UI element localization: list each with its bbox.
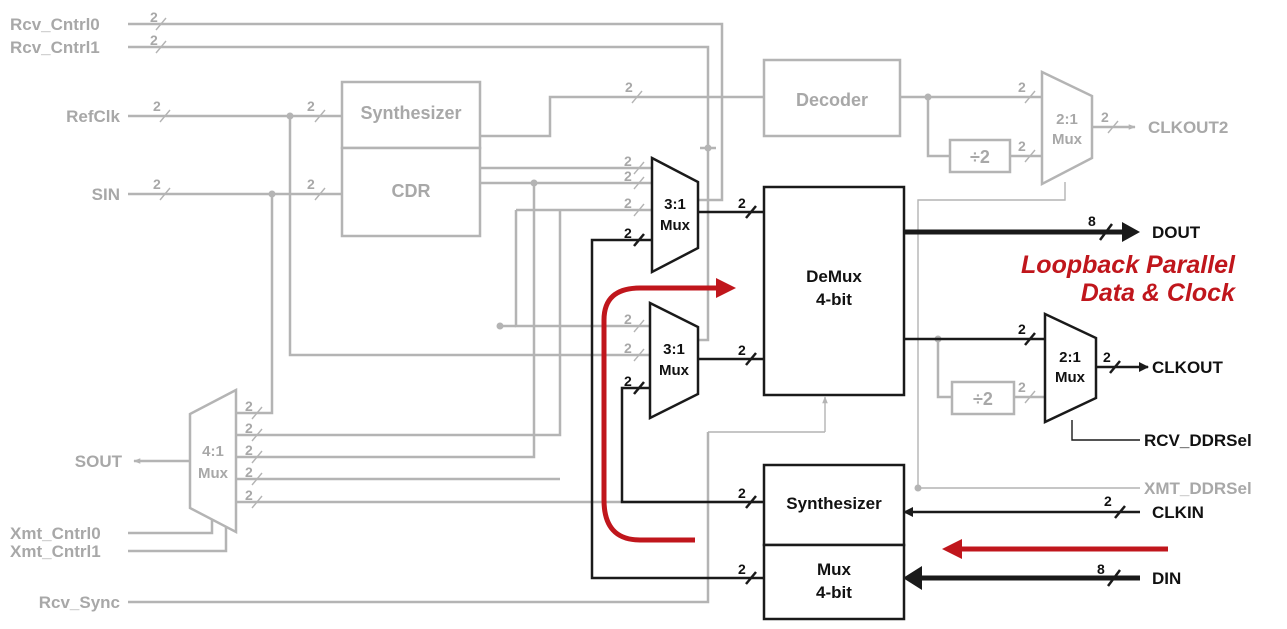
svg-text:2: 2 bbox=[624, 225, 632, 241]
inactive-wiring bbox=[128, 22, 1140, 604]
svg-text:2: 2 bbox=[625, 79, 633, 95]
demux-line1: DeMux bbox=[806, 267, 862, 286]
signal-labels: Rcv_Cntrl0 Rcv_Cntrl1 RefClk SIN SOUT Xm… bbox=[10, 15, 1252, 612]
dout-label: DOUT bbox=[1152, 223, 1201, 242]
svg-text:2: 2 bbox=[153, 98, 161, 114]
div2-top-block: ÷2 bbox=[948, 138, 1012, 174]
mux-3to1-bottom-line2: Mux bbox=[659, 362, 690, 379]
svg-text:2: 2 bbox=[624, 340, 632, 356]
loopback-arrow-head-icon bbox=[716, 278, 736, 298]
mux-3to1-bottom: 3:1 Mux bbox=[648, 300, 700, 421]
svg-text:2: 2 bbox=[245, 464, 253, 480]
div2-top-label: ÷2 bbox=[970, 147, 990, 167]
mux-2to1-bottom-line1: 2:1 bbox=[1059, 349, 1081, 366]
mux-4to1-line2: Mux bbox=[198, 465, 229, 482]
mux-4bit-block: Mux 4-bit bbox=[762, 543, 906, 621]
demux-line2: 4-bit bbox=[816, 290, 852, 309]
xmt-cntrl1-label: Xmt_Cntrl1 bbox=[10, 542, 101, 561]
annotation-line2: Data & Clock bbox=[1081, 279, 1236, 307]
annotation-line1: Loopback Parallel bbox=[1021, 251, 1236, 279]
rcv-ddrsel-label: RCV_DDRSel bbox=[1144, 431, 1252, 450]
mux-2to1-bottom-line2: Mux bbox=[1055, 369, 1086, 386]
svg-text:2: 2 bbox=[150, 9, 158, 25]
rcv-cntrl1-label: Rcv_Cntrl1 bbox=[10, 38, 100, 57]
svg-text:2: 2 bbox=[245, 420, 253, 436]
svg-text:2: 2 bbox=[153, 176, 161, 192]
svg-text:2: 2 bbox=[738, 485, 746, 501]
mux-2to1-top-line1: 2:1 bbox=[1056, 111, 1078, 128]
svg-text:2: 2 bbox=[245, 487, 253, 503]
rcv-cntrl0-label: Rcv_Cntrl0 bbox=[10, 15, 100, 34]
svg-text:2: 2 bbox=[624, 311, 632, 327]
mux-4to1-line1: 4:1 bbox=[202, 443, 224, 460]
mux-4bit-line2: 4-bit bbox=[816, 583, 852, 602]
svg-text:2: 2 bbox=[245, 442, 253, 458]
svg-text:2: 2 bbox=[1103, 349, 1111, 365]
mux-3to1-bottom-line1: 3:1 bbox=[663, 341, 685, 358]
svg-text:2: 2 bbox=[1018, 79, 1026, 95]
decoder-label: Decoder bbox=[796, 90, 868, 110]
clkout-label: CLKOUT bbox=[1152, 358, 1223, 377]
active-wiring bbox=[590, 210, 1149, 590]
mux-4bit-line1: Mux bbox=[817, 560, 852, 579]
mux-2to1-top: 2:1 Mux bbox=[1040, 70, 1094, 187]
rcv-sync-label: Rcv_Sync bbox=[39, 593, 120, 612]
synthesizer-bottom-label: Synthesizer bbox=[786, 494, 882, 513]
clkout2-label: CLKOUT2 bbox=[1148, 118, 1228, 137]
din-label: DIN bbox=[1152, 569, 1181, 588]
loopback-highlight: Loopback Parallel Data & Clock bbox=[601, 251, 1236, 559]
svg-text:2: 2 bbox=[1104, 493, 1112, 509]
svg-text:2: 2 bbox=[1101, 109, 1109, 125]
sin-label: SIN bbox=[92, 185, 120, 204]
junction-dots bbox=[268, 93, 942, 492]
svg-text:2: 2 bbox=[307, 176, 315, 192]
svg-text:8: 8 bbox=[1088, 213, 1096, 229]
svg-text:2: 2 bbox=[1018, 138, 1026, 154]
div2-bottom-block: ÷2 bbox=[950, 380, 1016, 416]
mux-2to1-top-line2: Mux bbox=[1052, 131, 1083, 148]
svg-text:2: 2 bbox=[624, 195, 632, 211]
cdr-label: CDR bbox=[392, 181, 431, 201]
svg-text:2: 2 bbox=[738, 195, 746, 211]
refclk-label: RefClk bbox=[66, 107, 120, 126]
svg-text:2: 2 bbox=[150, 32, 158, 48]
svg-text:2: 2 bbox=[624, 153, 632, 169]
svg-text:2: 2 bbox=[1018, 379, 1026, 395]
bus-width-labels: 2 2 2 2 2 2 2 2 2 2 2 2 2 2 2 2 2 2 2 2 … bbox=[150, 9, 1112, 577]
sout-label: SOUT bbox=[75, 452, 123, 471]
mux-3to1-top-line2: Mux bbox=[660, 217, 691, 234]
svg-text:2: 2 bbox=[738, 342, 746, 358]
clkin-label: CLKIN bbox=[1152, 503, 1204, 522]
synthesizer-top-block: Synthesizer bbox=[340, 80, 482, 150]
svg-text:2: 2 bbox=[1018, 321, 1026, 337]
synthesizer-bottom-block: Synthesizer bbox=[762, 463, 906, 547]
din-loopback-arrow-icon bbox=[942, 539, 962, 559]
mux-3to1-top-line1: 3:1 bbox=[664, 196, 686, 213]
mux-4to1: 4:1 Mux bbox=[188, 387, 238, 535]
mux-3to1-top: 3:1 Mux bbox=[650, 155, 700, 275]
synthesizer-top-label: Synthesizer bbox=[360, 103, 461, 123]
svg-text:2: 2 bbox=[624, 373, 632, 389]
xmt-ddrsel-label: XMT_DDRSel bbox=[1144, 479, 1252, 498]
svg-text:2: 2 bbox=[307, 98, 315, 114]
svg-text:8: 8 bbox=[1097, 561, 1105, 577]
div2-bottom-label: ÷2 bbox=[973, 389, 993, 409]
demux-block: DeMux 4-bit bbox=[762, 185, 906, 397]
xmt-cntrl0-label: Xmt_Cntrl0 bbox=[10, 524, 101, 543]
svg-text:2: 2 bbox=[624, 168, 632, 184]
svg-text:2: 2 bbox=[245, 398, 253, 414]
cdr-block: CDR bbox=[340, 146, 482, 238]
decoder-block: Decoder bbox=[762, 58, 902, 138]
mux-2to1-bottom: 2:1 Mux bbox=[1043, 312, 1098, 424]
svg-text:2: 2 bbox=[738, 561, 746, 577]
bus-slashes bbox=[155, 17, 1126, 587]
